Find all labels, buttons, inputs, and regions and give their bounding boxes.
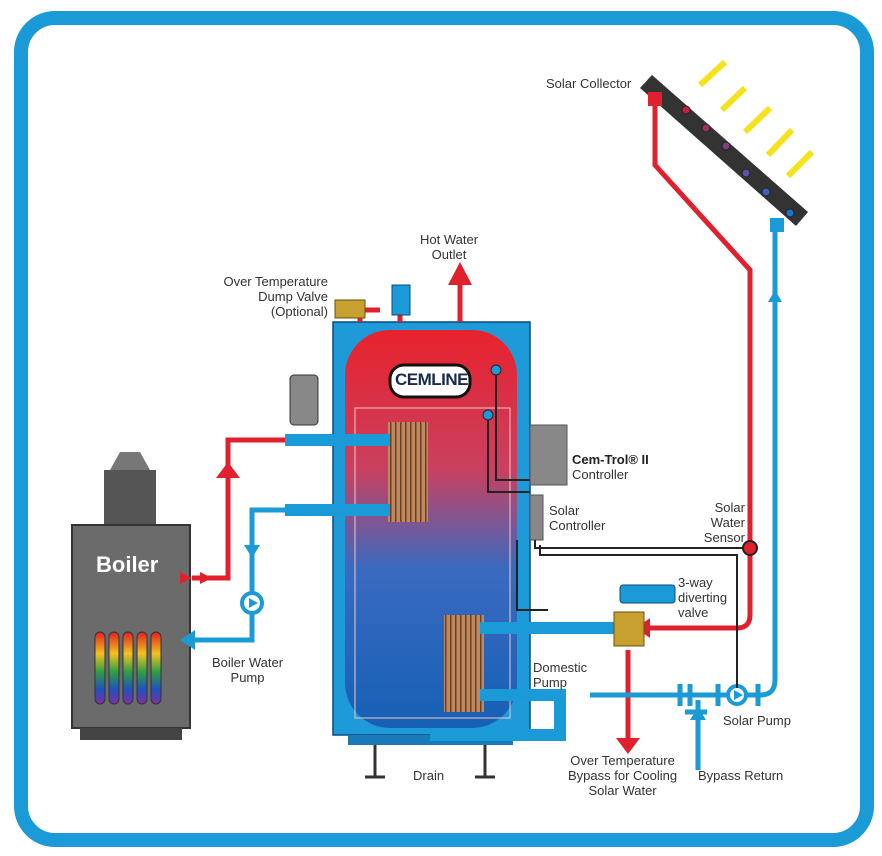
boiler-valve-actuator	[289, 374, 319, 426]
sensor-wiring	[487, 370, 745, 688]
solar-supply-pipe	[650, 105, 753, 631]
tank-connection-pipes	[285, 434, 620, 741]
heat-exchanger-solar	[444, 615, 484, 712]
boiler-return-pipe	[195, 507, 285, 643]
label-solar-pump: Solar Pump	[723, 713, 791, 728]
frame-border	[14, 11, 874, 847]
label-bypass-return: Bypass Return	[698, 768, 784, 783]
boiler-label: Boiler	[96, 552, 159, 577]
diverting-valve-actuator	[619, 584, 676, 604]
heat-exchanger-boiler	[388, 422, 428, 522]
hot-flow-arrows	[180, 262, 650, 754]
dump-valve	[334, 299, 366, 319]
solar-collector	[640, 59, 815, 232]
burner-flames	[94, 631, 162, 705]
boiler-unit	[71, 452, 191, 740]
solar-controller-box	[529, 494, 544, 541]
storage-tank	[332, 321, 531, 779]
relief-valve	[391, 284, 411, 316]
sun-arrows	[697, 59, 815, 179]
cemline-logo: CEMLINE	[395, 370, 469, 389]
label-solar-collector: Solar Collector	[546, 76, 632, 91]
pipe-flanges	[677, 684, 761, 715]
tank-sensor	[482, 409, 494, 421]
solar-water-sensor	[742, 540, 758, 556]
cemtrol-controller	[529, 424, 568, 486]
label-drain: Drain	[413, 768, 445, 783]
diverting-valve-body	[613, 611, 645, 647]
tank-sensor	[490, 364, 502, 376]
